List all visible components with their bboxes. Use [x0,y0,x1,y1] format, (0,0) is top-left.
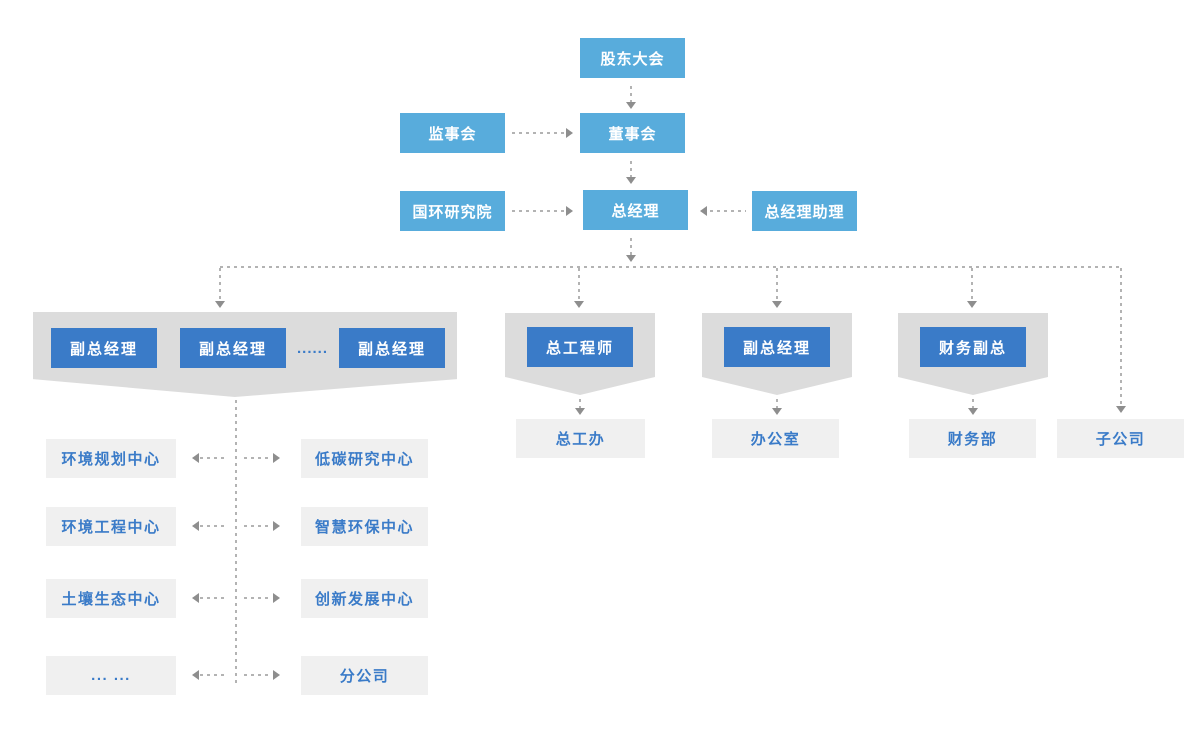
node-board-of-directors: 董事会 [580,113,685,153]
node-deputy-gm-2: 副总经理 [180,328,286,368]
node-research-institute: 国环研究院 [400,191,505,231]
arrow-down-icon [215,301,225,308]
connector-row3-right [244,597,272,599]
arrow-right-icon [273,593,280,603]
node-finance-deputy: 财务副总 [920,327,1026,367]
sub-center-right-2: 智慧环保中心 [301,507,428,546]
arrow-left-icon [700,206,707,216]
connector-supervisory-board [512,132,565,134]
connector-chief-engineer-office [579,399,581,408]
arrow-right-icon [273,521,280,531]
node-general-manager: 总经理 [583,190,688,230]
connector-drop-chief-engineer [578,268,580,301]
sub-center-left-4: ... ... [46,656,176,695]
arrow-right-icon [273,670,280,680]
connector-row1-left [200,457,228,459]
connector-subcenter-spine [235,400,237,686]
sub-center-left-1: 环境规划中心 [46,439,176,478]
arrow-right-icon [566,206,573,216]
arrow-right-icon [566,128,573,138]
connector-research-gm [512,210,565,212]
node-deputy-gm-admin: 副总经理 [724,327,830,367]
arrow-down-icon [626,177,636,184]
connector-main-rail [220,266,1123,268]
connector-row1-right [244,457,272,459]
sub-center-left-2: 环境工程中心 [46,507,176,546]
arrow-down-icon [626,255,636,262]
arrow-left-icon [192,670,199,680]
node-shareholders-meeting: 股东大会 [580,38,685,78]
connector-row4-right [244,674,272,676]
connector-drop-finance-deputy [971,268,973,301]
deputy-gm-ellipsis: ...... [296,339,328,357]
node-finance-dept: 财务部 [909,419,1036,458]
sub-center-right-1: 低碳研究中心 [301,439,428,478]
connector-assistant-gm [710,210,746,212]
node-admin-office: 办公室 [712,419,839,458]
node-chief-engineer: 总工程师 [527,327,633,367]
arrow-down-icon [1116,406,1126,413]
connector-deputy-gm-office [776,399,778,408]
connector-board-gm [630,161,632,177]
arrow-down-icon [575,408,585,415]
arrow-down-icon [772,301,782,308]
arrow-down-icon [967,301,977,308]
node-gm-assistant: 总经理助理 [752,191,857,231]
connector-row4-left [200,674,228,676]
arrow-right-icon [273,453,280,463]
node-deputy-gm-1: 副总经理 [51,328,157,368]
connector-row3-left [200,597,228,599]
node-deputy-gm-3: 副总经理 [339,328,445,368]
node-chief-engineer-office: 总工办 [516,419,645,458]
connector-drop-subsidiary [1120,268,1122,406]
arrow-left-icon [192,453,199,463]
sub-center-right-4: 分公司 [301,656,428,695]
node-supervisory-board: 监事会 [400,113,505,153]
connector-gm-branches [630,238,632,255]
connector-finance-deputy-dept [972,399,974,408]
arrow-down-icon [968,408,978,415]
connector-drop-deputy-gm [776,268,778,301]
sub-center-left-3: 土壤生态中心 [46,579,176,618]
node-subsidiary: 子公司 [1057,419,1184,458]
arrow-left-icon [192,521,199,531]
connector-shareholders-board [630,86,632,102]
connector-drop-deputy-group [219,268,221,301]
arrow-down-icon [772,408,782,415]
arrow-left-icon [192,593,199,603]
sub-center-right-3: 创新发展中心 [301,579,428,618]
arrow-down-icon [626,102,636,109]
arrow-down-icon [574,301,584,308]
connector-row2-left [200,525,228,527]
connector-row2-right [244,525,272,527]
